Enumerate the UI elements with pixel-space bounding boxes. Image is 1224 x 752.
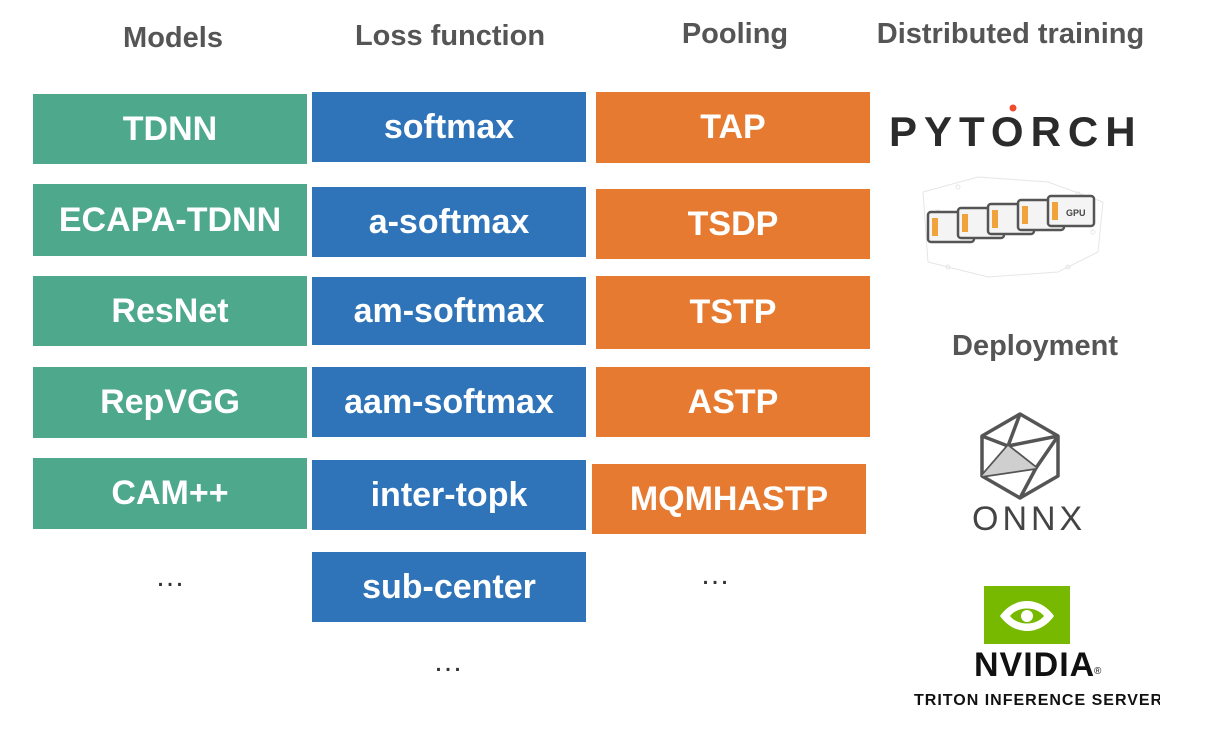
deployment-header: Deployment <box>952 330 1118 362</box>
gpu-label: GPU <box>1066 208 1086 218</box>
nvidia-wordmark: NVIDIA <box>974 646 1095 684</box>
loss-ellipsis: … <box>433 645 463 678</box>
pooling-box-tsdp: TSDP <box>596 189 870 259</box>
pooling-box-astp: ASTP <box>596 367 870 437</box>
loss-box-aam-softmax: aam-softmax <box>312 367 586 437</box>
gpu-cluster-icon: GPU <box>922 176 1104 278</box>
loss-box-sub-center: sub-center <box>312 552 586 622</box>
model-box-repvgg: RepVGG <box>33 367 307 438</box>
loss-box-a-softmax: a-softmax <box>312 187 586 257</box>
models-header: Models <box>123 22 223 54</box>
nvidia-registered-mark: ® <box>1094 666 1102 677</box>
pooling-box-mqmhastp: MQMHASTP <box>592 464 866 534</box>
pytorch-wordmark: PYTORCH <box>889 108 1140 155</box>
loss-function-header: Loss function <box>354 20 546 52</box>
model-box-ecapa-tdnn: ECAPA-TDNN <box>33 184 307 256</box>
model-box-resnet: ResNet <box>33 276 307 346</box>
loss-box-am-softmax: am-softmax <box>312 277 586 345</box>
distributed-training-header: Distributed training <box>876 18 1145 50</box>
onnx-wordmark: ONNX <box>972 500 1086 535</box>
model-box-tdnn: TDNN <box>33 94 307 164</box>
loss-box-softmax: softmax <box>312 92 586 162</box>
nvidia-logo: NVIDIA ® TRITON INFERENCE SERVER <box>914 586 1160 709</box>
pooling-ellipsis: … <box>700 558 730 591</box>
pytorch-logo: PYTORCH <box>889 104 1140 155</box>
nvidia-eye-icon <box>1000 601 1054 631</box>
onnx-logo: ONNX <box>972 412 1086 535</box>
model-box-campp: CAM++ <box>33 458 307 529</box>
pooling-box-tstp: TSTP <box>596 276 870 349</box>
pooling-box-tap: TAP <box>596 92 870 163</box>
triton-caption: TRITON INFERENCE SERVER <box>914 692 1160 709</box>
pytorch-flame-icon <box>1009 104 1017 112</box>
models-ellipsis: … <box>155 560 185 593</box>
loss-box-inter-topk: inter-topk <box>312 460 586 530</box>
pooling-header: Pooling <box>681 18 789 50</box>
